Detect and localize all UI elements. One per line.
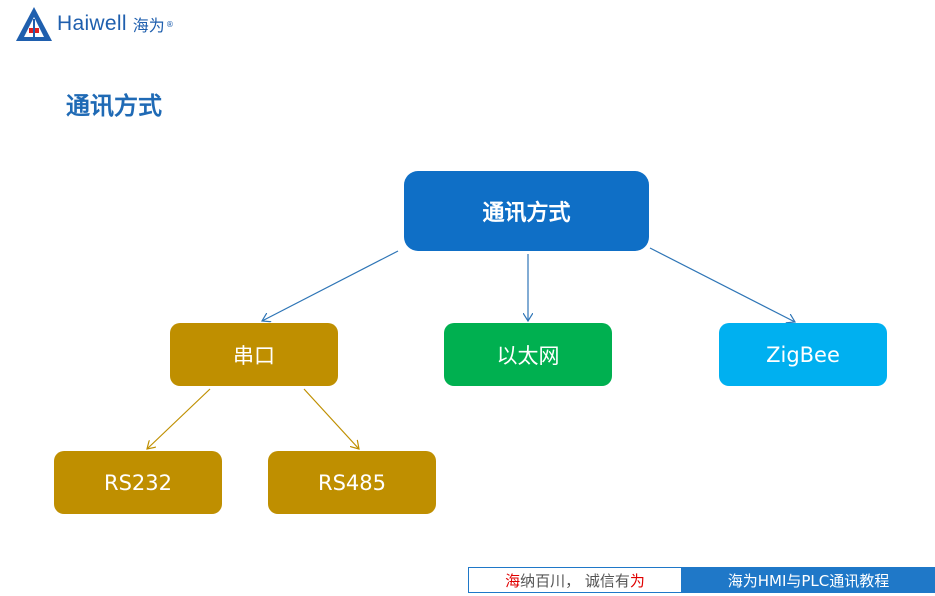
connector-root-zigbee (649, 247, 795, 322)
node-rs485: RS485 (268, 451, 436, 514)
node-zigbee: ZigBee (719, 323, 887, 386)
haiwell-logo: Haiwell 海为 ® (14, 6, 174, 42)
node-serial: 串口 (170, 323, 338, 386)
logo-brand: Haiwell (57, 12, 127, 35)
connector-root-serial (262, 250, 399, 321)
logo-brand-cn: 海为 (132, 16, 165, 35)
connector-serial-rs232 (147, 388, 211, 449)
node-communication-methods: 通讯方式 (404, 171, 649, 251)
connector-serial-rs485 (303, 388, 359, 449)
haiwell-logo-icon (16, 7, 52, 41)
footer-slogan-suffix: 为 (629, 571, 645, 590)
footer-slogan-mid: 纳百川， 诚信有 (520, 571, 630, 590)
node-rs232: RS232 (54, 451, 222, 514)
node-ethernet: 以太网 (444, 323, 612, 386)
logo-registered-mark: ® (165, 19, 174, 29)
footer-slogan: 海纳百川， 诚信有为 (468, 567, 682, 593)
footer-slogan-prefix: 海 (505, 571, 521, 590)
footer-course-title: 海为HMI与PLC通讯教程 (682, 567, 935, 593)
page-title: 通讯方式 (66, 92, 162, 120)
